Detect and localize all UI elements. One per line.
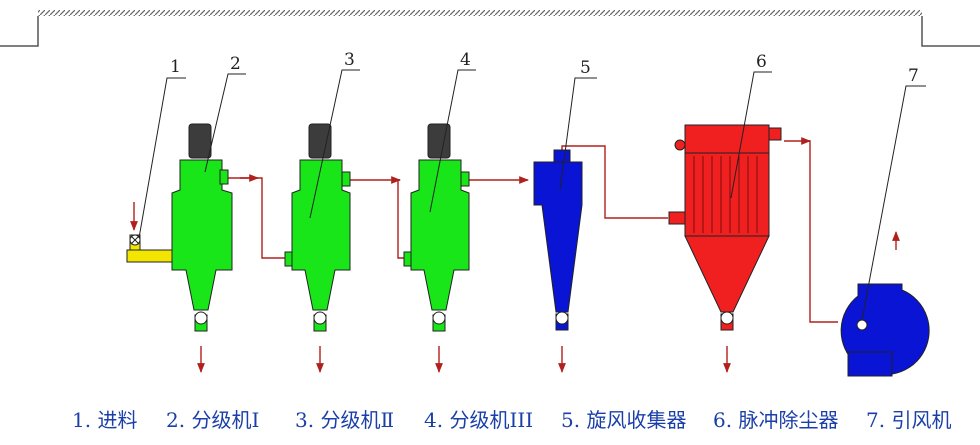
callout-4: 4 bbox=[460, 50, 471, 70]
legend-item-classifier-2: 3. 分级机Ⅱ bbox=[295, 408, 395, 432]
callout-1: 1 bbox=[170, 57, 181, 77]
induced-draft-fan bbox=[840, 283, 930, 377]
legend-item-cyclone: 5. 旋风收集器 bbox=[561, 408, 687, 432]
feed-unit bbox=[126, 234, 176, 263]
callout-7: 7 bbox=[908, 66, 919, 86]
cyclone-collector bbox=[533, 149, 583, 331]
legend-item-classifier-1: 2. 分级机Ⅰ bbox=[166, 408, 260, 432]
leader-lines bbox=[138, 69, 926, 321]
classifier-2 bbox=[284, 123, 351, 332]
legend-item-classifier-3: 4. 分级机III bbox=[424, 408, 534, 432]
callout-numbers: 1 2 3 4 5 6 7 bbox=[170, 50, 919, 86]
callout-2: 2 bbox=[230, 54, 241, 74]
pipelines bbox=[130, 137, 900, 373]
classifier-3 bbox=[403, 123, 470, 332]
callout-5: 5 bbox=[580, 58, 591, 78]
callout-6: 6 bbox=[756, 52, 767, 72]
top-frame bbox=[0, 10, 980, 47]
legend-item-fan: 7. 引风机 bbox=[866, 408, 952, 432]
legend-item-feed: 1. 进料 bbox=[72, 408, 138, 432]
legend: 1. 进料 2. 分级机Ⅰ 3. 分级机Ⅱ 4. 分级机III 5. 旋风收集器… bbox=[0, 404, 980, 438]
classifier-1 bbox=[171, 123, 233, 332]
legend-item-pulse-duster: 6. 脉冲除尘器 bbox=[713, 408, 839, 432]
pulse-dust-collector bbox=[668, 124, 782, 331]
callout-3: 3 bbox=[344, 50, 355, 70]
